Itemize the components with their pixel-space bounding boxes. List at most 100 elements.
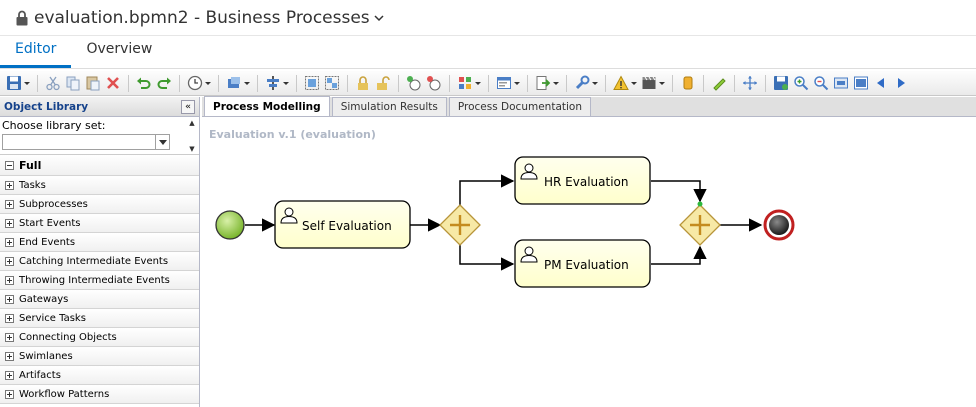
warning-dropdown[interactable] (631, 75, 637, 91)
tab-simulation-results[interactable]: Simulation Results (331, 97, 447, 116)
library-set-select[interactable] (2, 134, 170, 150)
remove-docker-icon[interactable] (426, 75, 442, 91)
color-grid-icon[interactable] (457, 75, 473, 91)
expand-icon[interactable] (5, 180, 14, 190)
toolbar-divider (37, 74, 38, 92)
library-item-catching-intermediate-events[interactable]: Catching Intermediate Events (0, 252, 199, 271)
lock-shape-icon[interactable] (355, 75, 371, 91)
scroll-down-icon[interactable]: ▼ (189, 145, 195, 153)
warning-icon[interactable] (613, 75, 629, 91)
library-item-connecting-objects[interactable]: Connecting Objects (0, 328, 199, 347)
sequence-flow[interactable] (459, 245, 515, 271)
task-pm-evaluation[interactable]: PM Evaluation (514, 239, 651, 288)
cut-icon[interactable] (45, 75, 61, 91)
process-canvas[interactable]: Evaluation v.1 (evaluation) (202, 118, 976, 407)
ungroup-icon[interactable] (324, 75, 340, 91)
library-item-service-tasks[interactable]: Service Tasks (0, 309, 199, 328)
export-icon[interactable] (535, 75, 551, 91)
library-item-workflow-patterns[interactable]: Workflow Patterns (0, 385, 199, 404)
expand-icon[interactable] (5, 294, 14, 304)
toolbar-divider (672, 74, 673, 92)
expand-icon[interactable] (5, 199, 14, 209)
expand-icon[interactable] (5, 275, 14, 285)
wrench-dropdown[interactable] (592, 75, 598, 91)
start-event[interactable] (215, 210, 245, 240)
zoom-in-icon[interactable] (793, 75, 809, 91)
expand-icon[interactable] (5, 389, 14, 399)
chevron-down-icon[interactable] (155, 135, 169, 149)
export-dropdown[interactable] (553, 75, 559, 91)
collapse-icon[interactable] (5, 160, 14, 170)
shapes-icon[interactable] (226, 75, 242, 91)
copy-icon[interactable] (65, 75, 81, 91)
process-title: Evaluation v.1 (evaluation) (209, 128, 376, 141)
tab-process-modelling[interactable]: Process Modelling (204, 96, 330, 116)
database-icon[interactable] (680, 75, 696, 91)
zoom-actual-icon[interactable] (853, 75, 869, 91)
move-icon[interactable] (742, 75, 758, 91)
undo-icon[interactable] (136, 75, 152, 91)
library-item-throwing-intermediate-events[interactable]: Throwing Intermediate Events (0, 271, 199, 290)
expand-icon[interactable] (5, 237, 14, 247)
expand-icon[interactable] (5, 218, 14, 228)
form-dropdown[interactable] (514, 75, 520, 91)
library-group-full[interactable]: Full (0, 155, 199, 176)
task-hr-evaluation[interactable]: HR Evaluation (514, 156, 651, 205)
parallel-gateway-split[interactable] (439, 204, 481, 246)
expand-icon[interactable] (5, 370, 14, 380)
library-item-subprocesses[interactable]: Subprocesses (0, 195, 199, 214)
clapperboard-icon[interactable] (641, 75, 657, 91)
scroll-up-icon[interactable]: ▲ (189, 119, 195, 127)
clapperboard-dropdown[interactable] (659, 75, 665, 91)
sequence-flow[interactable] (651, 180, 707, 203)
delete-icon[interactable] (105, 75, 121, 91)
color-grid-dropdown[interactable] (475, 75, 481, 91)
toolbar-divider (734, 74, 735, 92)
unlock-shape-icon[interactable] (375, 75, 391, 91)
library-item-artifacts[interactable]: Artifacts (0, 366, 199, 385)
expand-icon[interactable] (5, 256, 14, 266)
wrench-icon[interactable] (574, 75, 590, 91)
library-scrollbar[interactable]: ▲ ▼ (187, 119, 197, 153)
sequence-flow[interactable] (459, 174, 515, 205)
chevron-down-icon[interactable] (374, 13, 384, 23)
add-docker-icon[interactable] (406, 75, 422, 91)
save-as-icon[interactable] (773, 75, 789, 91)
expand-icon[interactable] (5, 351, 14, 361)
clock-dropdown[interactable] (205, 75, 211, 91)
library-item-gateways[interactable]: Gateways (0, 290, 199, 309)
save-icon[interactable] (6, 75, 22, 91)
library-item-end-events[interactable]: End Events (0, 233, 199, 252)
library-item-tasks[interactable]: Tasks (0, 176, 199, 195)
collapse-panel-icon[interactable]: « (181, 99, 195, 114)
tab-overview[interactable]: Overview (86, 40, 153, 57)
group-icon[interactable] (304, 75, 320, 91)
shapes-dropdown[interactable] (244, 75, 250, 91)
task-self-evaluation[interactable]: Self Evaluation (274, 200, 411, 249)
clock-icon[interactable] (187, 75, 203, 91)
library-item-swimlanes[interactable]: Swimlanes (0, 347, 199, 366)
expand-icon[interactable] (5, 313, 14, 323)
arrow-left-icon[interactable] (873, 75, 889, 91)
pencil-icon[interactable] (711, 75, 727, 91)
connection-handle[interactable] (697, 201, 703, 207)
object-library-header: Object Library « (0, 97, 199, 117)
arrow-right-icon[interactable] (893, 75, 909, 91)
expand-icon[interactable] (5, 332, 14, 342)
zoom-out-icon[interactable] (813, 75, 829, 91)
align-icon[interactable] (265, 75, 281, 91)
align-dropdown[interactable] (283, 75, 289, 91)
save-dropdown[interactable] (24, 75, 30, 91)
zoom-fit-icon[interactable] (833, 75, 849, 91)
user-task-icon (520, 163, 538, 180)
paste-icon[interactable] (85, 75, 101, 91)
library-item-start-events[interactable]: Start Events (0, 214, 199, 233)
form-icon[interactable] (496, 75, 512, 91)
tab-process-documentation[interactable]: Process Documentation (448, 97, 591, 116)
parallel-gateway-join[interactable] (679, 201, 721, 246)
library-item-label: Swimlanes (19, 350, 73, 362)
end-event[interactable] (763, 209, 795, 241)
tab-editor[interactable]: Editor (0, 36, 72, 68)
sequence-flow[interactable] (651, 245, 707, 265)
redo-icon[interactable] (156, 75, 172, 91)
